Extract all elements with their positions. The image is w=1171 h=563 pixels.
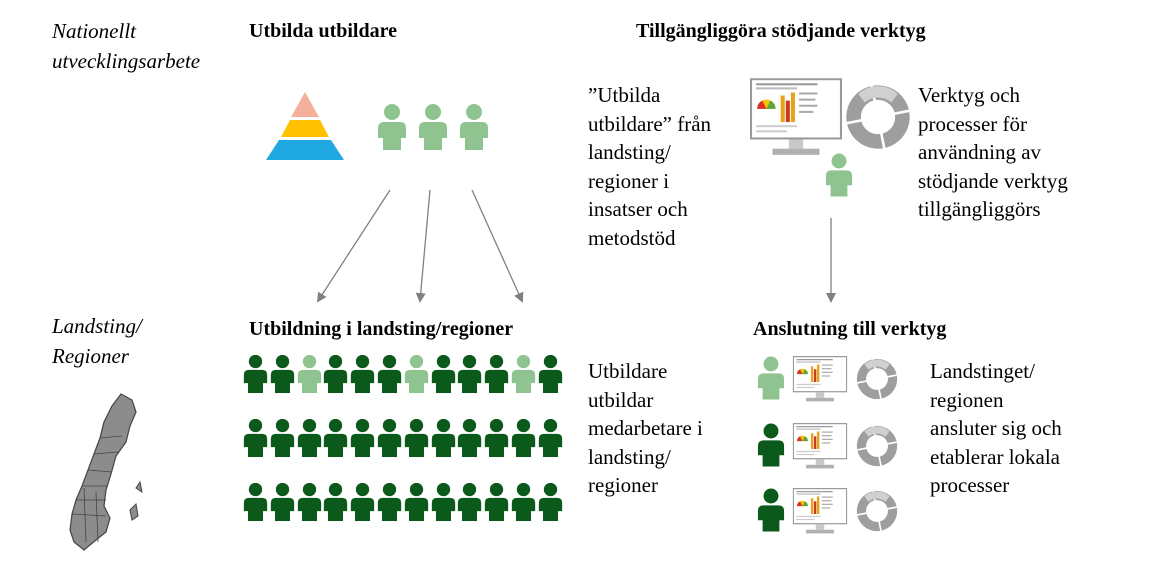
person-icon: [457, 348, 482, 400]
person-icon: [457, 476, 482, 528]
person-icon: [757, 482, 785, 538]
person-icon: [511, 476, 536, 528]
person-icon: [757, 350, 785, 406]
person-icon: [270, 476, 295, 528]
level-label-regional: Landsting/ Regioner: [52, 314, 142, 368]
person-icon: [297, 348, 322, 400]
person-icon: [350, 348, 375, 400]
heading-regional-training: Utbildning i landsting/regioner: [249, 318, 514, 340]
arrow-left: [316, 189, 391, 303]
person-icon: [484, 348, 509, 400]
dashboard-monitor-icon: [792, 488, 848, 534]
person-icon: [377, 476, 402, 528]
person-icon: [484, 476, 509, 528]
person-icon: [757, 417, 785, 473]
dashboard-monitor-icon: [792, 423, 848, 469]
train-trainers-description: ”Utbilda utbildare” från landsting/ regi…: [588, 83, 712, 250]
person-icon: [404, 348, 429, 400]
person-icon: [243, 348, 268, 400]
tools-description: Verktyg och processer för användning av …: [918, 83, 1068, 221]
heading-train-trainers: Utbilda utbildare: [249, 20, 397, 42]
heading-tools: Tillgängliggöra stödjande verktyg: [636, 20, 926, 42]
person-icon: [350, 476, 375, 528]
person-icon: [511, 348, 536, 400]
person-icon: [538, 476, 563, 528]
dashboard-monitor-icon: [750, 78, 842, 156]
person-icon: [538, 348, 563, 400]
person-icon: [404, 476, 429, 528]
person-icon: [350, 412, 375, 464]
connection-description: Landstinget/ regionen ansluter sig och e…: [930, 359, 1062, 497]
person-icon: [323, 412, 348, 464]
person-icon: [323, 348, 348, 400]
person-icon: [243, 412, 268, 464]
person-icon: [377, 412, 402, 464]
arrow-middle: [415, 189, 431, 303]
person-icon: [270, 348, 295, 400]
regional-staff-grid: [243, 348, 563, 518]
person-icon: [484, 412, 509, 464]
person-icon: [243, 476, 268, 528]
cycle-arrows-icon: [845, 84, 911, 150]
person-icon: [538, 412, 563, 464]
person-icon: [377, 348, 402, 400]
person-icon: [431, 348, 456, 400]
dashboard-monitor-icon: [792, 356, 848, 402]
person-icon: [297, 412, 322, 464]
cycle-arrows-icon: [856, 425, 898, 467]
person-icon: [457, 412, 482, 464]
person-icon: [825, 146, 853, 204]
level-label-national: Nationellt utvecklingsarbete: [52, 19, 201, 73]
pyramid-icon: [266, 92, 344, 160]
regional-training-description: Utbildare utbildar medarbetare i landsti…: [588, 359, 703, 497]
person-icon: [323, 476, 348, 528]
cycle-arrows-icon: [856, 490, 898, 532]
person-icon: [431, 412, 456, 464]
person-icon: [511, 412, 536, 464]
heading-connection: Anslutning till verktyg: [753, 318, 947, 340]
person-icon: [404, 412, 429, 464]
cycle-arrows-icon: [856, 358, 898, 400]
person-icon: [431, 476, 456, 528]
person-icon: [270, 412, 295, 464]
sweden-map-icon: [69, 393, 143, 551]
person-icon: [297, 476, 322, 528]
arrow-right: [471, 189, 524, 303]
